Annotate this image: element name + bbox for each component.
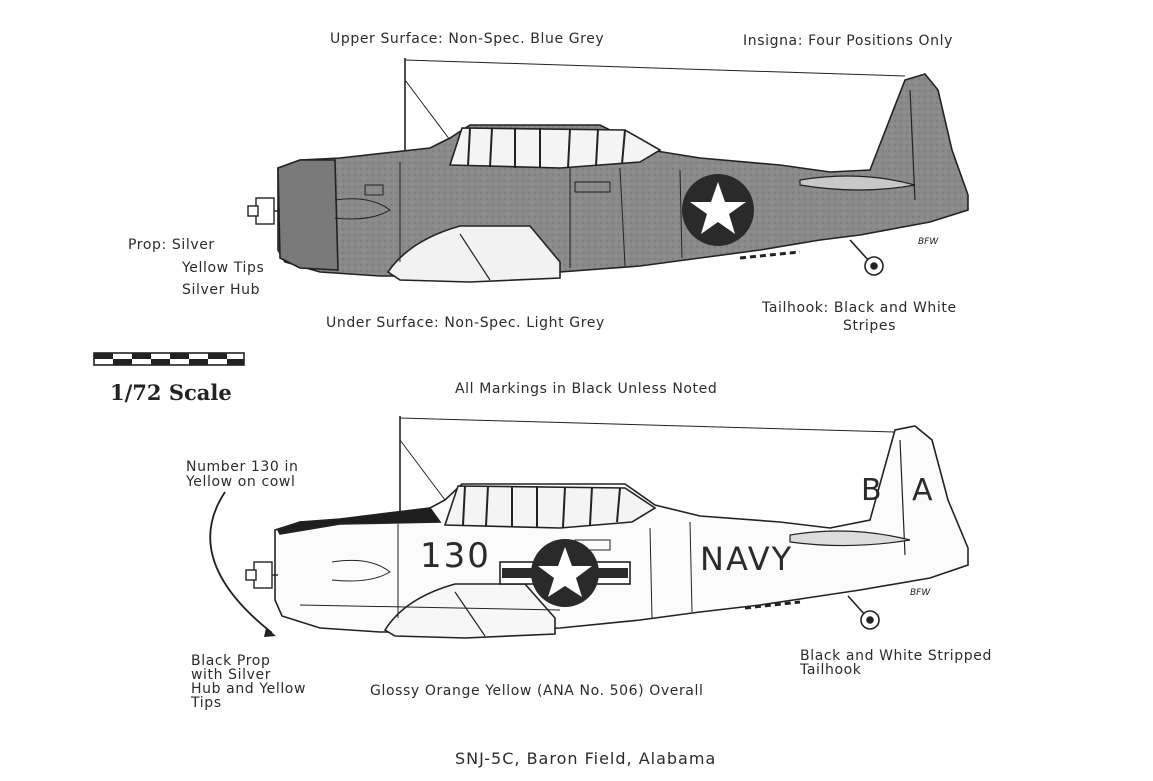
tail-code-right: A	[912, 473, 934, 508]
fuselage-number: 130	[420, 536, 491, 576]
top-cowl	[277, 159, 339, 271]
bottom-antenna-wire	[399, 417, 896, 433]
bottom-signature: BFW	[910, 588, 931, 598]
fuselage-navy: NAVY	[700, 540, 794, 578]
bottom-panel-lines	[299, 521, 693, 619]
prop-hub-label: Silver Hub	[182, 282, 261, 298]
prop-note-line3: Hub and Yellow	[191, 681, 307, 697]
upper-surface-label: Upper Surface: Non-Spec. Blue Grey	[330, 31, 605, 47]
top-insignia-star	[690, 182, 746, 234]
top-fuselage	[277, 73, 969, 277]
bottom-propeller	[245, 561, 278, 589]
scale-bar	[93, 352, 245, 366]
bottom-canopy	[443, 485, 657, 529]
bottom-tailwheel	[744, 595, 880, 630]
bottom-tailhook-line1: Black and White Stripped	[800, 648, 992, 664]
top-signature: BFW	[918, 237, 939, 247]
bottom-antiglare	[276, 507, 442, 535]
prop-note-line1: Black Prop	[191, 653, 271, 669]
bottom-insignia	[499, 539, 631, 607]
top-propeller	[247, 197, 280, 225]
number-note-line2: Yellow on cowl	[186, 474, 296, 490]
prop-note-line4: Tips	[191, 695, 222, 711]
bottom-wing	[383, 583, 556, 639]
prop-tips-label: Yellow Tips	[182, 260, 265, 276]
scale-title: 1/72 Scale	[110, 380, 232, 405]
markings-note: All Markings in Black Unless Noted	[455, 381, 718, 397]
insignia-label: Insigna: Four Positions Only	[743, 33, 954, 49]
number-note-line1: Number 130 in	[186, 459, 299, 475]
bottom-tailhook-line2: Tailhook	[800, 662, 862, 678]
top-tailhook-line1: Tailhook: Black and White	[762, 300, 957, 316]
top-tailwheel	[739, 239, 884, 276]
top-panel-lines	[334, 162, 683, 268]
number-note-arrow	[209, 491, 273, 634]
top-canopy	[448, 127, 662, 169]
top-aircraft: BFW	[247, 58, 969, 283]
top-wing	[386, 225, 561, 283]
bottom-fuselage	[274, 425, 969, 633]
prop-label: Prop: Silver	[128, 237, 215, 253]
top-antenna-wire	[404, 59, 906, 77]
top-tail-details	[799, 89, 916, 201]
top-canopy-frames	[467, 127, 626, 169]
top-tailhook-line2: Stripes	[843, 318, 897, 334]
color-note: Glossy Orange Yellow (ANA No. 506) Overa…	[370, 683, 704, 699]
prop-note-line2: with Silver	[191, 667, 272, 683]
tail-code-left: B	[861, 473, 883, 508]
under-surface-label: Under Surface: Non-Spec. Light Grey	[326, 315, 605, 331]
bottom-canopy-frames	[462, 485, 621, 528]
bottom-tail-details	[789, 439, 911, 556]
figure-caption: SNJ-5C, Baron Field, Alabama	[455, 749, 717, 768]
bottom-aircraft: BFW	[209, 416, 969, 639]
